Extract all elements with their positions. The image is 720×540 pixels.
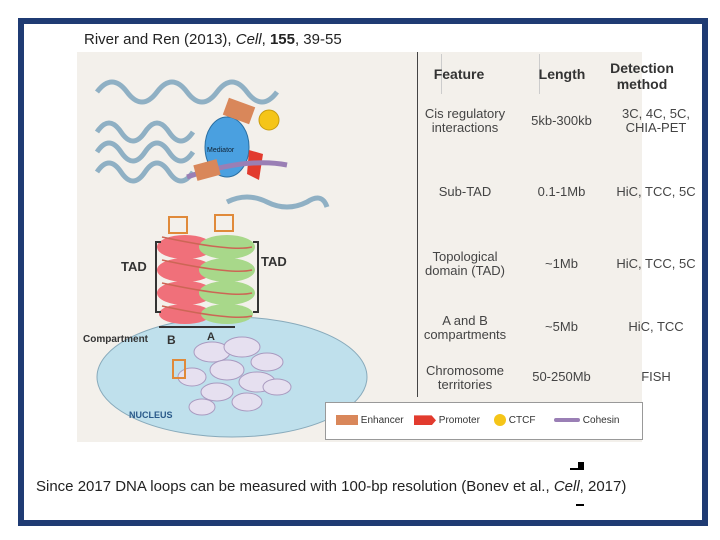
cell-method: FISH bbox=[641, 369, 671, 384]
legend-label: Enhancer bbox=[360, 415, 404, 426]
ctcf-shape bbox=[258, 109, 280, 131]
legend-label: CTCF bbox=[508, 415, 536, 426]
citation-volume: 155 bbox=[269, 31, 295, 48]
tad-right-bracket bbox=[253, 241, 259, 313]
cell-method: HiC, TCC bbox=[628, 319, 684, 334]
cell-length: 5kb-300kb bbox=[531, 113, 592, 128]
chromatin-figure: Mediator TAD TAD Compartment B A bbox=[77, 52, 696, 442]
legend-promoter: Promoter bbox=[414, 414, 480, 428]
cell-feature: Chromosome territories bbox=[425, 363, 505, 392]
cell-method: HiC, TCC, 5C bbox=[616, 184, 696, 199]
nucleus-label: NUCLEUS bbox=[129, 410, 173, 420]
mediator-label: Mediator bbox=[207, 147, 235, 154]
legend-cohesin: Cohesin bbox=[554, 414, 619, 428]
cell-feature: A and B compartments bbox=[423, 313, 507, 342]
tad-left-label: TAD bbox=[121, 259, 147, 274]
feature-table: Feature Length Detection method Cis regu… bbox=[407, 52, 696, 402]
artifact-mark bbox=[576, 504, 584, 506]
cell-method: 3C, 4C, 5C, CHIA-PET bbox=[622, 106, 690, 135]
citation-separator: , bbox=[261, 31, 270, 48]
citation-pages: , 39-55 bbox=[294, 31, 342, 48]
citation-journal: Cell bbox=[235, 31, 262, 48]
cell-feature: Topological domain (TAD) bbox=[425, 249, 505, 278]
tad-left-bracket bbox=[155, 241, 161, 313]
header-detection-method: Detection method bbox=[610, 60, 674, 92]
compartment-a-label: A bbox=[207, 331, 215, 343]
cell-length: 0.1-1Mb bbox=[537, 184, 586, 199]
cell-feature: Sub-TAD bbox=[438, 184, 492, 199]
promoter-icon bbox=[414, 415, 436, 426]
bottom-citation-text: Since 2017 DNA loops can be measured wit… bbox=[36, 478, 554, 495]
ctcf-icon bbox=[494, 414, 506, 427]
cell-length: ~5Mb bbox=[545, 319, 578, 334]
bottom-citation: Since 2017 DNA loops can be measured wit… bbox=[36, 478, 686, 495]
chromatin-illustration: Mediator TAD TAD Compartment B A bbox=[83, 79, 368, 438]
citation-authors: River and Ren (2013), bbox=[84, 31, 236, 48]
cell-length: 50-250Mb bbox=[532, 369, 591, 384]
tad-helix bbox=[157, 214, 255, 324]
legend-ctcf: CTCF bbox=[494, 414, 535, 428]
header-feature: Feature bbox=[433, 66, 485, 82]
compartment-b-label: B bbox=[167, 333, 176, 347]
legend-label: Promoter bbox=[438, 415, 480, 426]
enhancer-shape-2 bbox=[193, 159, 221, 181]
artifact-mark bbox=[578, 462, 584, 470]
cell-length: ~1Mb bbox=[545, 256, 578, 271]
legend-label: Cohesin bbox=[582, 415, 620, 426]
cell-method: HiC, TCC, 5C bbox=[616, 256, 696, 271]
bottom-citation-journal: Cell bbox=[553, 478, 580, 495]
artifact-mark bbox=[570, 468, 578, 470]
bottom-citation-suffix: , 2017) bbox=[579, 478, 627, 495]
legend: Enhancer Promoter CTCF Cohesin bbox=[325, 402, 643, 440]
cohesin-icon bbox=[554, 418, 580, 423]
header-length: Length bbox=[538, 66, 586, 82]
cell-feature: Cis regulatory interactions bbox=[424, 106, 506, 135]
tad-right-label: TAD bbox=[261, 254, 287, 269]
enhancer-shape bbox=[222, 97, 256, 125]
enhancer-icon bbox=[336, 415, 358, 426]
top-citation: River and Ren (2013), Cell, 155, 39-55 bbox=[72, 28, 384, 52]
chromatin-fiber bbox=[94, 79, 330, 210]
compartment-label: Compartment bbox=[83, 334, 149, 345]
legend-enhancer: Enhancer bbox=[336, 414, 404, 428]
highlight-box bbox=[172, 359, 186, 379]
